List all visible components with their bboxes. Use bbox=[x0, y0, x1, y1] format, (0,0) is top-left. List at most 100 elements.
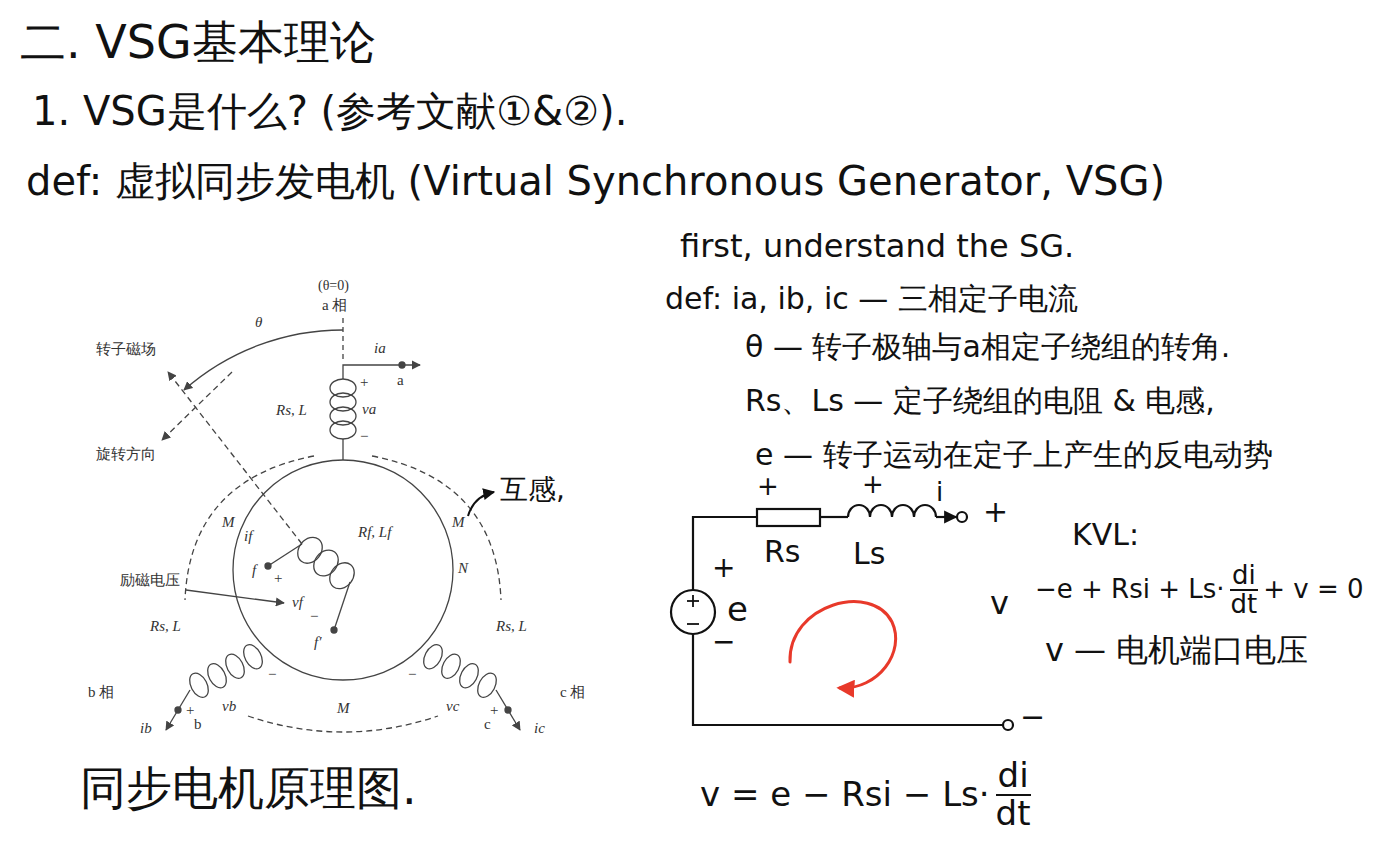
current-label: ic bbox=[534, 720, 545, 737]
fraction-numerator: di bbox=[1230, 562, 1258, 591]
mutual-inductance-label: M bbox=[222, 514, 235, 531]
heading-text: 1. VSG是什么? (参考文献①&②). bbox=[32, 88, 627, 134]
definition-text: v — 电机端口电压 bbox=[1045, 632, 1308, 669]
component-label: Rs bbox=[764, 535, 800, 570]
lead-wire bbox=[343, 365, 420, 379]
source-plus-mark bbox=[692, 595, 694, 607]
terminal-dot bbox=[505, 707, 511, 713]
phase-label: c 相 bbox=[560, 684, 585, 701]
lead-wire bbox=[268, 544, 302, 566]
phase-label: a 相 bbox=[322, 297, 347, 314]
fraction-denominator: dt bbox=[994, 796, 1033, 832]
definition-text: def: 虚拟同步发电机 (Virtual Synchronous Genera… bbox=[26, 158, 1165, 204]
polarity-sign: + bbox=[983, 495, 1008, 530]
formula: −e + Rsi + Ls·didt+ v = 0 bbox=[1035, 562, 1364, 619]
wire bbox=[820, 516, 848, 518]
wire bbox=[693, 517, 757, 590]
polarity-sign: + bbox=[186, 702, 194, 719]
definition-text: def: ia, ib, ic — 三相定子电流 bbox=[665, 282, 1078, 317]
angle-label: θ bbox=[255, 314, 262, 331]
polarity-sign: + bbox=[712, 552, 735, 584]
terminal-label: a bbox=[397, 372, 404, 389]
definition-text: e — 转子运动在定子上产生的反电动势 bbox=[755, 438, 1273, 473]
callout-text: 励磁电压 bbox=[120, 572, 180, 589]
mutual-inductance-label: M bbox=[452, 514, 465, 531]
polarity-sign: − bbox=[268, 666, 276, 683]
inductor-symbol bbox=[848, 505, 936, 517]
note-text: KVL: bbox=[1072, 518, 1139, 553]
axis-label: (θ=0) bbox=[318, 278, 349, 294]
coil-turn bbox=[330, 379, 356, 397]
note-text: first, understand the SG. bbox=[680, 228, 1074, 265]
terminal-label: f′ bbox=[314, 634, 321, 651]
fraction: didt bbox=[1229, 562, 1260, 619]
coil-turn bbox=[330, 393, 356, 411]
definition-text: Rs、Ls — 定子绕组的电阻 & 电感, bbox=[745, 384, 1215, 419]
mutual-inductance-arc bbox=[185, 456, 314, 600]
coil-turn bbox=[293, 532, 328, 568]
mutual-inductance-label: M bbox=[337, 700, 350, 717]
voltage-label: vb bbox=[222, 698, 236, 715]
terminal-dot bbox=[399, 362, 405, 368]
leader-arrow bbox=[186, 590, 284, 603]
terminal-label: c bbox=[484, 716, 491, 733]
terminal-dot bbox=[331, 627, 337, 633]
source-minus-mark bbox=[687, 623, 699, 625]
lead-wire bbox=[334, 582, 350, 630]
formula-text: v = e − Rsi − Ls· bbox=[700, 775, 990, 814]
terminal-symbol bbox=[1003, 720, 1013, 730]
axis-label: 转子磁场 bbox=[96, 341, 156, 358]
fraction-denominator: dt bbox=[1229, 591, 1260, 618]
coil-turn bbox=[330, 421, 356, 439]
voltage-label: v bbox=[990, 585, 1009, 622]
current-label: if bbox=[244, 528, 252, 545]
current-label: i bbox=[936, 478, 943, 508]
polarity-sign: + bbox=[757, 472, 779, 502]
voltage-label: vf bbox=[292, 594, 303, 611]
formula: v = e − Rsi − Ls·didt bbox=[700, 758, 1037, 831]
phase-label: b 相 bbox=[88, 684, 114, 701]
formula-text: −e + Rsi + Ls· bbox=[1035, 575, 1225, 605]
component-label: Rf, Lf bbox=[358, 524, 391, 541]
axis-label: 旋转方向 bbox=[96, 446, 156, 463]
fraction: didt bbox=[994, 758, 1033, 831]
definition-text: θ — 转子极轴与a相定子绕组的转角. bbox=[745, 330, 1230, 365]
coil-turn bbox=[474, 670, 500, 700]
neutral-ring bbox=[233, 460, 453, 680]
polarity-sign: − bbox=[310, 608, 318, 625]
voltage-label: vc bbox=[446, 698, 459, 715]
polarity-sign: + bbox=[862, 470, 884, 500]
figure-caption: 同步电机原理图. bbox=[80, 762, 417, 815]
callout-text: 互感, bbox=[500, 474, 565, 506]
voltage-label: va bbox=[362, 401, 376, 418]
component-label: Ls bbox=[853, 537, 885, 572]
wire bbox=[693, 634, 1003, 725]
angle-arc bbox=[184, 330, 343, 390]
formula-text: + v = 0 bbox=[1263, 575, 1363, 605]
coil-turn bbox=[325, 558, 360, 594]
loop-direction-arrow bbox=[790, 602, 896, 688]
coil-turn bbox=[309, 545, 344, 581]
a-axis-line bbox=[342, 318, 343, 362]
fraction-numerator: di bbox=[996, 758, 1031, 796]
terminal-label: b bbox=[194, 716, 202, 733]
lead-wire bbox=[342, 439, 343, 460]
resistor-symbol bbox=[757, 509, 820, 526]
polarity-sign: − bbox=[360, 428, 368, 445]
callout-arrow bbox=[468, 492, 494, 516]
terminal-symbol bbox=[957, 512, 967, 522]
polarity-sign: − bbox=[712, 626, 735, 658]
component-label: Rs, L bbox=[150, 618, 181, 635]
equivalent-circuit bbox=[671, 505, 1013, 730]
mutual-inductance-arc bbox=[248, 716, 438, 732]
current-arrow bbox=[936, 516, 956, 518]
polarity-sign: − bbox=[1020, 700, 1045, 735]
terminal-dot bbox=[265, 563, 271, 569]
terminal-label: f bbox=[252, 562, 256, 579]
polarity-sign: + bbox=[360, 374, 368, 391]
page-title: 二. VSG基本理论 bbox=[20, 16, 376, 69]
lead-wire bbox=[496, 690, 520, 730]
component-label: Rs, L bbox=[276, 402, 307, 419]
neutral-label: N bbox=[458, 560, 468, 577]
